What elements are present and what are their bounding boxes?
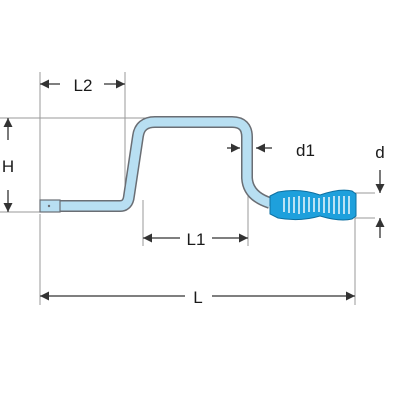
drive-end-dot xyxy=(47,204,51,208)
wrench-bar-outline xyxy=(40,116,273,212)
dimension-lines xyxy=(3,79,385,301)
label-h: H xyxy=(2,157,14,176)
label-d1: d1 xyxy=(296,141,315,160)
label-l: L xyxy=(193,288,202,307)
wrench-illustration xyxy=(39,116,357,221)
label-d: d xyxy=(375,143,384,162)
label-l1: L1 xyxy=(187,230,206,249)
extension-lines xyxy=(0,72,375,305)
grip-stripes xyxy=(283,196,350,214)
wrench-bar-fill xyxy=(40,117,272,211)
label-l2: L2 xyxy=(74,76,93,95)
grip-handle xyxy=(269,189,357,221)
